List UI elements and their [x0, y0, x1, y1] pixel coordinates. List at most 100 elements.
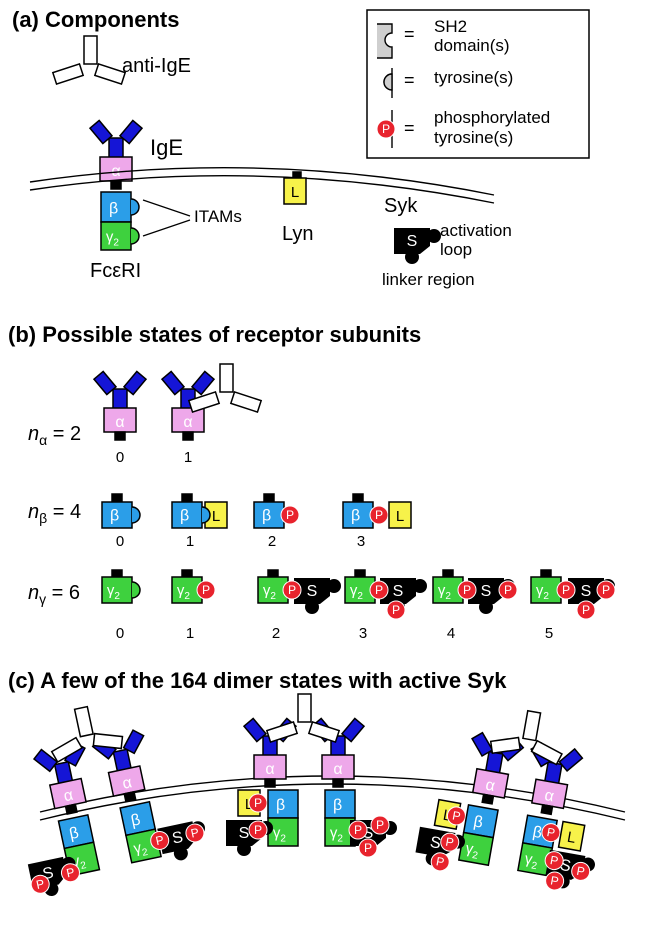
syk-letter: S [429, 834, 442, 853]
beta-subunit: β [267, 789, 299, 819]
lyn-letter: L [396, 508, 404, 525]
ige-arm-left [160, 370, 186, 396]
anti-ige-right [92, 732, 124, 750]
membrane-inner [29, 175, 495, 204]
beta-label: β [333, 797, 342, 814]
alpha-subunit: α [253, 754, 287, 788]
phospho-tyrosine-icon: P [596, 580, 616, 600]
alpha-subunit: α [103, 407, 137, 441]
legend-sh2-2: domain(s) [434, 36, 510, 55]
phospho-label: P [451, 808, 461, 823]
beta-box [342, 501, 374, 529]
alpha-tail [481, 793, 495, 805]
beta-box [324, 789, 356, 819]
alpha-tail [64, 803, 78, 816]
syk-letter: S [581, 583, 592, 600]
phospho-label: P [35, 877, 46, 892]
phospho-circle [544, 851, 564, 871]
ige-label: IgE [150, 135, 183, 160]
lyn-letter: L [566, 829, 577, 847]
syk-letter: S [307, 583, 318, 600]
beta-label: β [472, 813, 484, 831]
legend-eq: = [404, 118, 415, 138]
phospho-circle [185, 823, 205, 843]
state-index: 2 [268, 533, 276, 550]
phospho-circle [386, 600, 406, 620]
legend-sh2-1: SH2 [434, 17, 467, 36]
beta-label: β [129, 811, 142, 830]
phospho-tyrosine-icon: P [430, 852, 450, 872]
syk-body [468, 578, 504, 604]
section-b-title: (b) Possible states of receptor subunits [8, 322, 421, 347]
syk-letter: S [363, 825, 374, 842]
alpha-label: α [265, 761, 274, 778]
alpha-label: α [115, 414, 124, 431]
ige-arm-left [92, 370, 118, 396]
syk-linker [305, 600, 319, 614]
alpha-tail [332, 778, 344, 788]
phospho-label: P [202, 583, 210, 597]
phospho-tyrosine-icon: P [498, 580, 518, 600]
phospho-tyrosine-icon: P [369, 505, 389, 525]
lyn-kinase: L [283, 177, 307, 205]
phospho-circle [30, 874, 50, 894]
anti-ige-right [530, 739, 563, 766]
gamma-subunit: γ2 [517, 841, 554, 877]
alpha-subunit: α [107, 765, 146, 803]
beta-subunit: β [462, 804, 499, 839]
beta-subunit: β [101, 501, 133, 529]
phospho-label: P [254, 796, 262, 810]
phospho-label: P [392, 603, 400, 617]
anti-ige-right [93, 63, 127, 85]
phospho-tyrosine-icon: P [446, 806, 466, 826]
phospho-label: P [65, 865, 76, 880]
syk-letter: S [393, 583, 404, 600]
legend-eq: = [404, 24, 415, 44]
state-index: 1 [186, 625, 194, 642]
tyrosine-bump [130, 227, 140, 245]
alpha-label: α [62, 787, 75, 806]
ige-arm-left [242, 717, 268, 743]
phospho-label: P [190, 825, 201, 840]
ige-arm-left [32, 748, 59, 773]
phospho-label: P [463, 583, 471, 597]
beta-label: β [110, 508, 119, 525]
alpha-label: α [484, 777, 496, 795]
alpha-subunit: α [171, 407, 205, 441]
itams-label: ITAMs [194, 207, 242, 226]
beta-label: β [68, 825, 81, 844]
syk-letter: S [407, 233, 418, 250]
state-index: 0 [116, 625, 124, 642]
phospho-tyrosine-icon: P [556, 580, 576, 600]
phospho-circle [280, 505, 300, 525]
phospho-label: P [602, 583, 610, 597]
anti-ige-antibody [50, 705, 124, 764]
beta-label: β [180, 508, 189, 525]
syk-linker [479, 600, 493, 614]
anti-ige-antibody [489, 709, 563, 766]
state-index: 5 [545, 625, 553, 642]
phospho-tyrosine-icon: P [545, 871, 565, 891]
beta-label: β [531, 824, 543, 842]
tyrosine-bump [201, 506, 211, 524]
anti-ige-label: anti-IgE [122, 55, 191, 77]
phospho-circle [446, 806, 466, 826]
phospho-label: P [376, 818, 384, 832]
gamma-subunit: γ2 [101, 576, 133, 604]
beta-box [253, 501, 285, 529]
phospho-circle [248, 820, 268, 840]
phospho-circle [430, 852, 450, 872]
itams-arrow-beta [142, 199, 191, 217]
syk-kinase: S [294, 578, 341, 614]
anti-ige-top [73, 705, 95, 738]
phospho-circle [541, 823, 561, 843]
alpha-label: α [333, 761, 342, 778]
syk-letter: S [171, 829, 185, 848]
alpha-subunit: α [530, 778, 569, 816]
phospho-circle [370, 815, 390, 835]
state-index: 3 [359, 625, 367, 642]
beta-label: β [109, 201, 118, 218]
phospho-label: P [382, 122, 390, 136]
phospho-tyrosine-icon: P [369, 580, 389, 600]
